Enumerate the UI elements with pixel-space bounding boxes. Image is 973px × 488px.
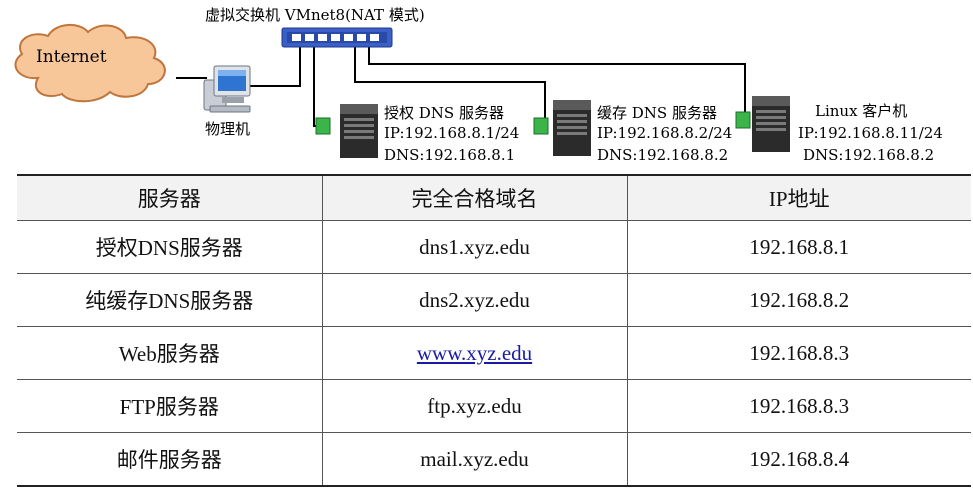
table-row: Web服务器 www.xyz.edu 192.168.8.3 — [17, 326, 971, 380]
linux-client-title: Linux 客户机 — [815, 102, 908, 120]
header-fqdn: 完全合格域名 — [321, 174, 627, 221]
cable-auth-dns — [313, 46, 327, 127]
cell-ip: 192.168.8.3 — [626, 326, 971, 380]
table-row: 邮件服务器 mail.xyz.edu 192.168.8.4 — [17, 432, 971, 487]
computer-icon — [203, 65, 251, 113]
server-table: 服务器 完全合格域名 IP地址 授权DNS服务器 dns1.xyz.edu 19… — [17, 174, 971, 487]
table-row: 授权DNS服务器 dns1.xyz.edu 192.168.8.1 — [17, 220, 971, 274]
table-header-row: 服务器 完全合格域名 IP地址 — [17, 174, 971, 221]
server-icon — [533, 100, 591, 156]
internet-label: Internet — [36, 47, 107, 67]
linux-client-ip: IP:192.168.8.11/24 — [798, 124, 943, 142]
cell-server: 邮件服务器 — [17, 432, 322, 487]
internet-cloud-icon — [14, 24, 166, 103]
cell-fqdn: ftp.xyz.edu — [321, 379, 627, 433]
table-row: 纯缓存DNS服务器 dns2.xyz.edu 192.168.8.2 — [17, 273, 971, 327]
cell-server: Web服务器 — [17, 326, 322, 380]
switch-icon — [281, 27, 393, 48]
network-topology-diagram: 虚拟交换机 VMnet8(NAT 模式) Internet 物理机 授权 DNS… — [0, 0, 973, 176]
cache-dns-title: 缓存 DNS 服务器 — [597, 104, 717, 122]
topology-svg — [14, 24, 790, 158]
auth-dns-dns: DNS:192.168.8.1 — [384, 146, 516, 164]
cache-dns-ip: IP:192.168.8.2/24 — [597, 124, 733, 142]
cell-server: FTP服务器 — [17, 379, 322, 433]
cell-ip: 192.168.8.1 — [626, 220, 971, 274]
host-label: 物理机 — [205, 120, 251, 138]
cell-ip: 192.168.8.2 — [626, 273, 971, 327]
cable-cache-dns — [354, 46, 546, 120]
cache-dns-dns: DNS:192.168.8.2 — [597, 146, 729, 164]
cell-fqdn: www.xyz.edu — [321, 326, 627, 380]
cell-ip: 192.168.8.3 — [626, 379, 971, 433]
www-link[interactable]: www.xyz.edu — [416, 340, 533, 365]
cell-fqdn: dns1.xyz.edu — [321, 220, 627, 274]
table-row: FTP服务器 ftp.xyz.edu 192.168.8.3 — [17, 379, 971, 433]
cell-fqdn: mail.xyz.edu — [321, 432, 627, 487]
server-icon — [315, 104, 378, 158]
header-server: 服务器 — [17, 174, 322, 221]
cell-server: 授权DNS服务器 — [17, 220, 322, 274]
switch-label: 虚拟交换机 VMnet8(NAT 模式) — [205, 6, 425, 24]
server-icon — [735, 96, 790, 152]
auth-dns-title: 授权 DNS 服务器 — [384, 104, 504, 122]
auth-dns-ip: IP:192.168.8.1/24 — [384, 124, 520, 142]
linux-client-dns: DNS:192.168.8.2 — [803, 146, 935, 164]
cell-ip: 192.168.8.4 — [626, 432, 971, 487]
cell-fqdn: dns2.xyz.edu — [321, 273, 627, 327]
header-ip: IP地址 — [626, 174, 971, 221]
cable-linux-client — [368, 46, 746, 112]
cell-server: 纯缓存DNS服务器 — [17, 273, 322, 327]
